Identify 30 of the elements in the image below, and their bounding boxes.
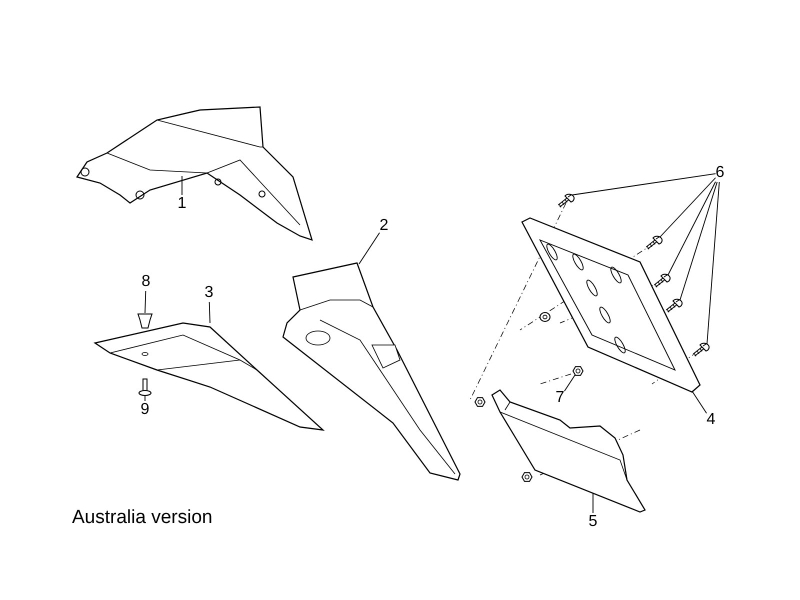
nut-drawing [571,364,585,378]
callout-number: 5 [588,513,598,531]
leader-line [592,492,594,514]
screw-drawing [691,342,709,358]
screw-drawing [137,378,153,398]
leader-line [706,182,720,344]
callout-number: 4 [706,411,716,429]
callout-number: 2 [380,217,388,235]
leader-line [572,173,716,196]
leader-line [564,374,576,392]
callout-number: 6 [716,164,724,182]
callout-number: 8 [142,273,150,291]
screw-drawing [664,298,682,314]
clip-drawing [136,312,154,329]
screw-drawing [652,273,670,289]
callout-number: 1 [178,195,186,213]
screw-drawing [556,193,574,209]
leader-line [660,177,716,238]
callout-number: 9 [140,401,150,419]
leader-line [668,181,716,276]
leader-line [144,396,146,402]
callout-number: 3 [204,284,214,302]
leader-line [358,232,380,264]
screw-drawing [644,235,662,251]
leader-line [208,302,210,324]
leader-line [144,290,146,314]
callout-number: 7 [556,389,564,407]
leader-line [692,390,707,414]
leader-line [680,182,718,300]
version-note: Australia version [72,507,212,529]
